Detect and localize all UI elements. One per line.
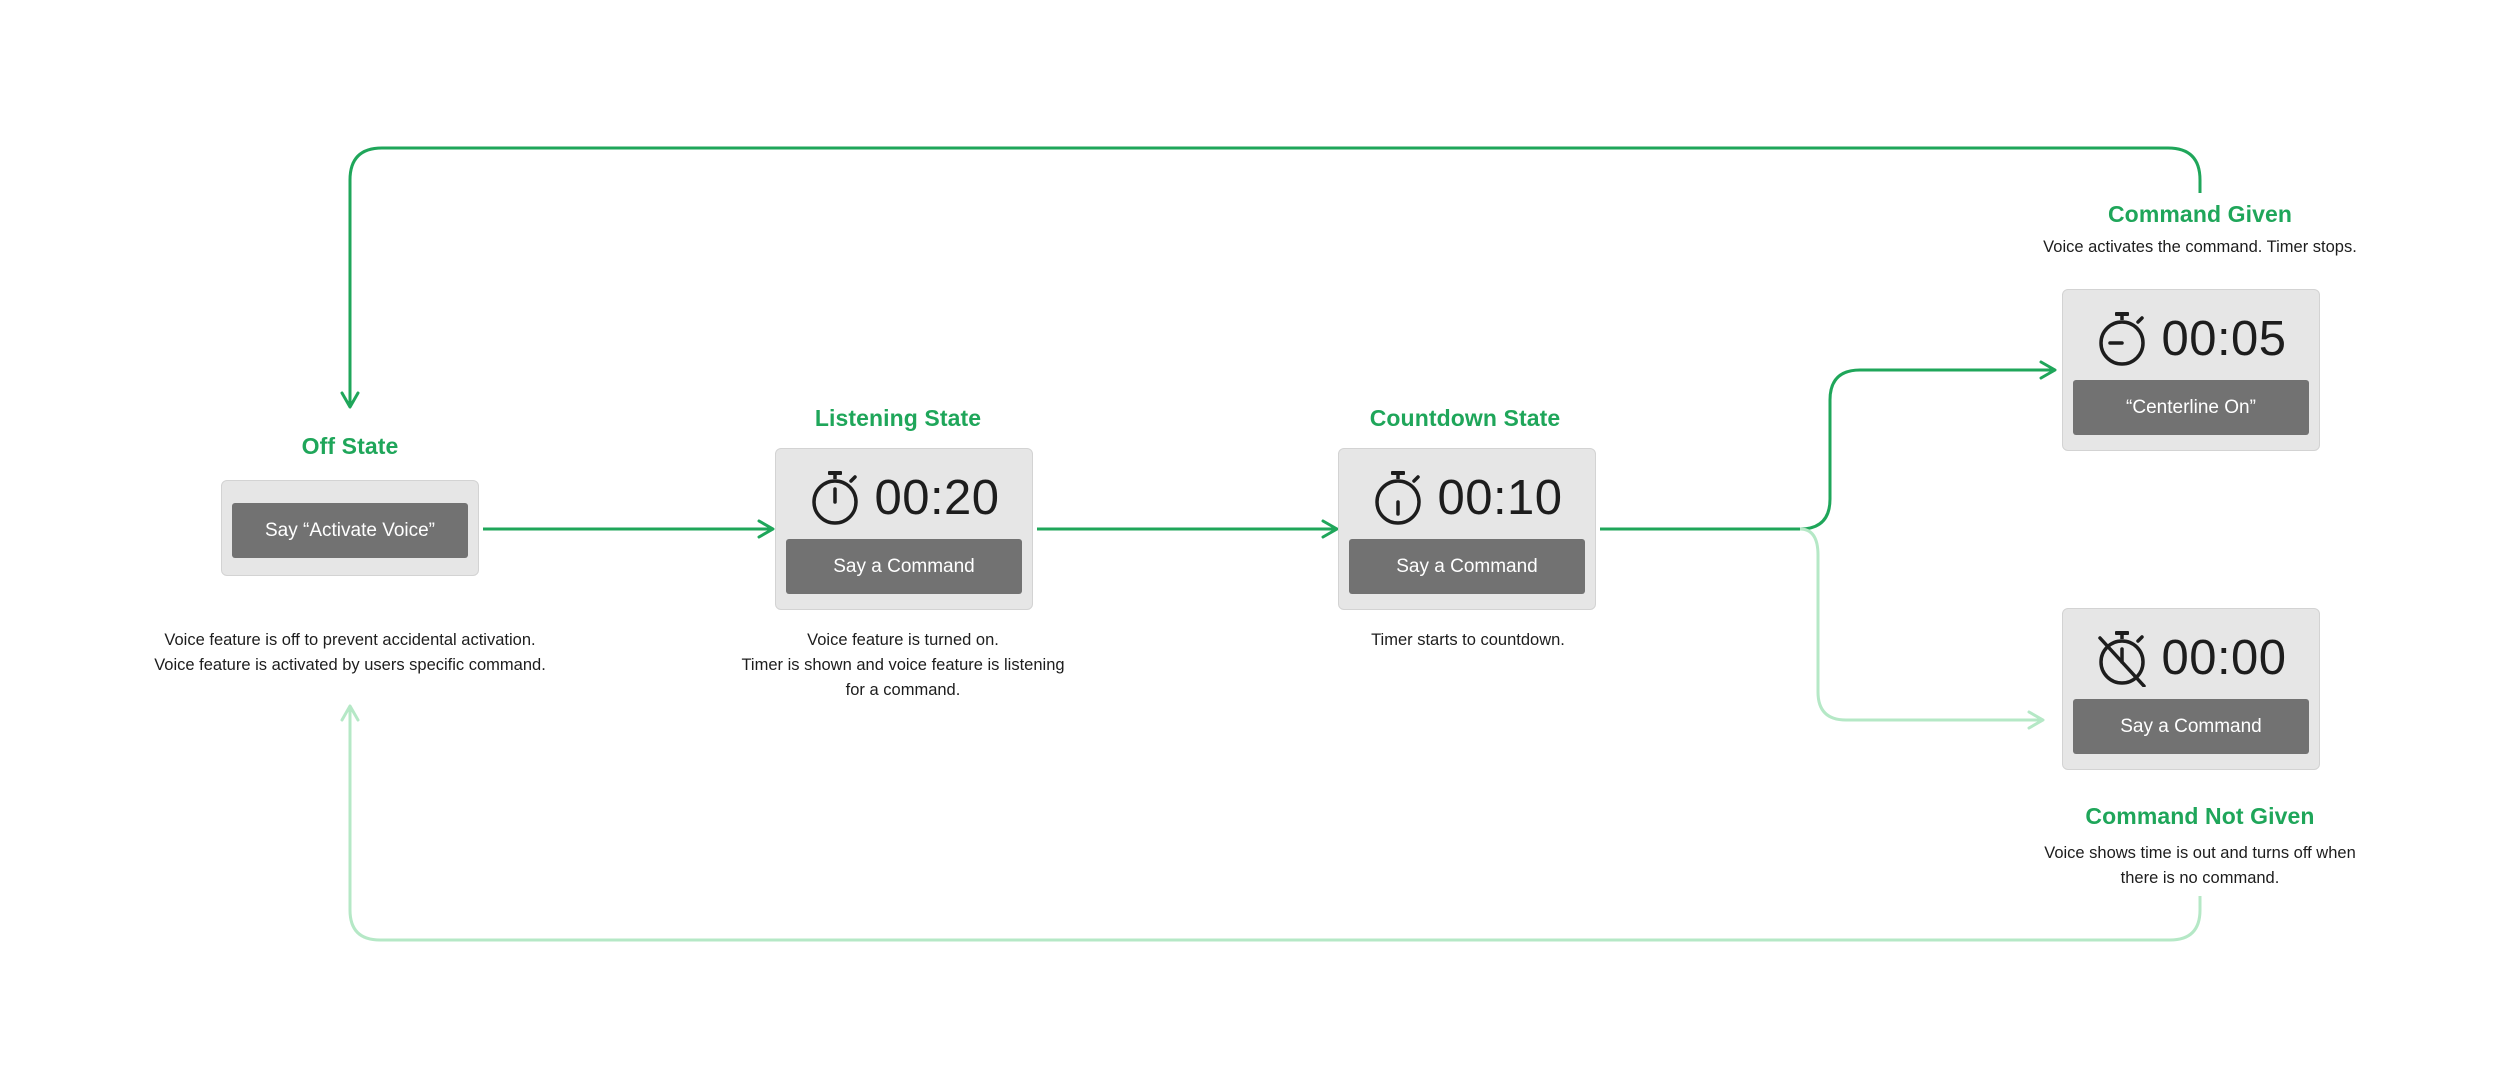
off-state-description: Voice feature is off to prevent accident… (140, 628, 560, 678)
off-state-description-line: Voice feature is activated by users spec… (154, 656, 546, 674)
countdown-state-card: 00:10 Say a Command (1338, 448, 1596, 610)
countdown-state-description: Timer starts to countdown. (1258, 628, 1678, 653)
stopwatch-icon (812, 471, 859, 525)
command-not-given-timer: 00:00 (2161, 630, 2287, 685)
listening-state-description: Voice feature is turned on. Timer is sho… (693, 628, 1113, 703)
command-given-card: 00:05 “Centerline On” (2062, 289, 2320, 451)
arrow-given-to-off (340, 146, 2202, 409)
command-given-timer-row: 00:05 (2063, 304, 2319, 374)
countdown-state-title: Countdown State (1369, 405, 1561, 431)
not-given-say-command-button[interactable]: Say a Command (2073, 699, 2309, 754)
command-given-description: Voice activates the command. Timer stops… (1990, 235, 2410, 260)
centerline-on-button[interactable]: “Centerline On” (2073, 380, 2309, 435)
command-not-given-card: 00:00 Say a Command (2062, 608, 2320, 770)
command-not-given-timer-row: 00:00 (2063, 623, 2319, 693)
countdown-say-command-button[interactable]: Say a Command (1349, 539, 1585, 594)
listening-timer: 00:20 (874, 470, 1000, 525)
arrow-not-given-to-off (340, 704, 2202, 942)
countdown-timer-row: 00:10 (1339, 463, 1595, 533)
command-given-description-line: Voice activates the command. Timer stops… (2043, 238, 2357, 256)
off-state-description-line: Voice feature is off to prevent accident… (164, 631, 536, 649)
stopwatch-icon (1375, 471, 1422, 525)
listening-state-description-line: Voice feature is turned on. (807, 631, 999, 649)
arrow-countdown-to-not-given (1799, 527, 2045, 730)
listening-state-title: Listening State (814, 405, 982, 431)
off-state-card: Say “Activate Voice” (221, 480, 479, 576)
listening-say-command-button[interactable]: Say a Command (786, 539, 1022, 594)
command-given-timer: 00:05 (2161, 311, 2287, 366)
command-given-title: Command Given (2107, 201, 2293, 227)
command-not-given-description-line: Voice shows time is out and turns off wh… (2044, 844, 2356, 862)
countdown-timer: 00:10 (1437, 470, 1563, 525)
command-not-given-description: Voice shows time is out and turns off wh… (1990, 841, 2410, 891)
listening-state-card: 00:20 Say a Command (775, 448, 1033, 610)
listening-state-description-line: Timer is shown and voice feature is list… (741, 656, 1065, 674)
activate-voice-button[interactable]: Say “Activate Voice” (232, 503, 468, 558)
command-not-given-title: Command Not Given (2085, 803, 2315, 829)
arrow-countdown-to-given (1600, 360, 2057, 531)
listening-timer-row: 00:20 (776, 463, 1032, 533)
command-not-given-description-line: there is no command. (2120, 869, 2280, 887)
off-state-title: Off State (301, 433, 399, 459)
stopwatch-stopped-icon (2099, 312, 2146, 366)
listening-state-description-line: for a command. (845, 681, 961, 699)
stopwatch-off-icon (2098, 631, 2147, 687)
countdown-state-description-line: Timer starts to countdown. (1371, 631, 1565, 649)
